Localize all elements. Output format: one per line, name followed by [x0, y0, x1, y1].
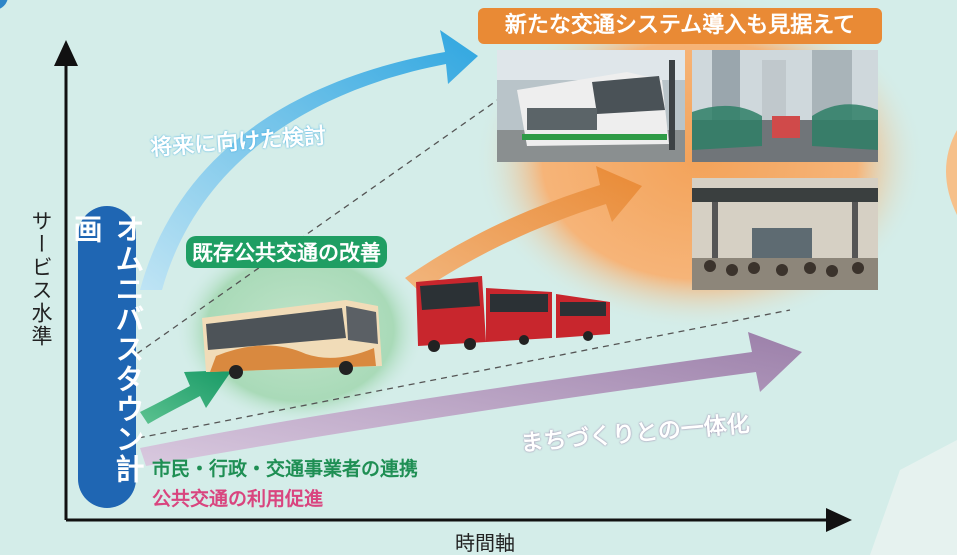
- green-arrow: [140, 370, 232, 424]
- purple-arrow: [140, 332, 802, 466]
- dashed-guide-lower: [127, 309, 791, 441]
- y-axis-arrowhead: [54, 40, 78, 66]
- blue-arrow: [140, 30, 478, 290]
- x-axis-label: 時間軸: [455, 531, 515, 555]
- y-axis-label: サービス水準: [29, 210, 53, 348]
- orange-arrow: [405, 166, 642, 292]
- articulated-bus-image: [412, 272, 612, 354]
- brt-station-photo: [692, 50, 878, 162]
- dashed-guide-upper: [127, 55, 561, 361]
- tram-photo: [497, 50, 685, 162]
- improve-transit-label: 既存公共交通の改善: [186, 236, 387, 268]
- x-axis-arrowhead: [826, 508, 852, 532]
- omnibus-town-plan-label: オムニバスタウン計画: [69, 206, 145, 508]
- new-transit-banner: 新たな交通システム導入も見据えて: [478, 8, 882, 44]
- corner-shape-right: [946, 130, 957, 215]
- corner-shape: [870, 440, 957, 555]
- promotion-label: 公共交通の利用促進: [152, 488, 324, 510]
- city-bus-image: [196, 288, 384, 380]
- corner-dot: [0, 0, 8, 9]
- cooperation-label: 市民・行政・交通事業者の連携: [152, 458, 419, 480]
- transit-plaza-photo: [692, 178, 878, 290]
